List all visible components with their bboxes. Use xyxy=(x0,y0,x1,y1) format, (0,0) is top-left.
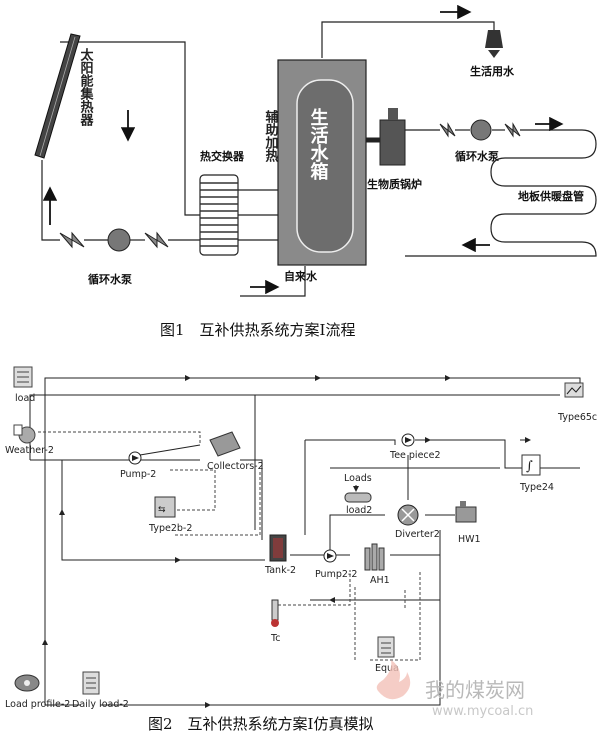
hot-water-tank: 辅助加热 生活水箱 xyxy=(263,59,367,266)
tank2-label: Tank-2 xyxy=(264,565,296,576)
ah1-label: AH1 xyxy=(370,575,390,586)
heat-exchanger-label: 热交换器 xyxy=(200,149,245,163)
collectors-component: Collectors-2 xyxy=(207,431,264,472)
biomass-boiler-label: 生物质锅炉 xyxy=(367,177,422,191)
load-profile-label: Load profile-2 xyxy=(5,699,70,710)
floor-heating-label: 地板供暖盘管 xyxy=(518,189,584,203)
tc-component: Tc xyxy=(270,599,280,644)
svg-text:⇆: ⇆ xyxy=(158,505,166,515)
diverter-component: Diverter2 xyxy=(395,504,440,540)
fig1-pump-right: 循环水泵 xyxy=(439,119,521,163)
type2b-label: Type2b-2 xyxy=(148,523,192,534)
diverter-label: Diverter2 xyxy=(395,529,440,540)
figure1-caption: 图1 互补供热系统方案Ⅰ流程 xyxy=(160,321,355,339)
figure2: load Weather-2 Pump-2 Collectors-2 ⇆ Typ… xyxy=(5,366,597,733)
heat-exchanger: 热交换器 xyxy=(199,149,245,256)
fig1-flow-arrows xyxy=(42,4,564,295)
tc-label: Tc xyxy=(270,633,280,644)
pump22-label: Pump2-2 xyxy=(315,569,357,580)
auxiliary-heater-label: 辅助加热 xyxy=(263,109,280,163)
watermark: 我的煤炭网 www.mycoal.cn xyxy=(376,660,533,719)
watermark-text: 我的煤炭网 xyxy=(425,678,525,702)
solar-collector: 太阳能集热器 xyxy=(34,33,95,159)
type2b-component: ⇆ Type2b-2 xyxy=(148,496,192,534)
watermark-url: www.mycoal.cn xyxy=(432,704,533,719)
type65c-component: Type65c xyxy=(557,382,597,423)
hw1-label: HW1 xyxy=(458,534,481,545)
load-profile-component: Load profile-2 xyxy=(5,674,70,710)
daily-load-component: Daily load-2 xyxy=(72,671,129,710)
fig1-pump-left: 循环水泵 xyxy=(59,228,169,286)
figure1: 太阳能集热器 热交换器 辅助加热 生活水箱 生活用水 xyxy=(34,4,597,339)
type24-label: Type24 xyxy=(519,482,554,493)
loads-component: Loads load2 xyxy=(344,473,372,516)
daily-load-label: Daily load-2 xyxy=(72,699,129,710)
pump22-component: Pump2-2 xyxy=(315,549,357,580)
hw1-component: HW1 xyxy=(455,501,481,545)
fig1-pump-right-label: 循环水泵 xyxy=(455,149,499,163)
domestic-water-label: 生活用水 xyxy=(470,64,515,78)
loads-label: Loads xyxy=(344,473,372,484)
pump2-component: Pump-2 xyxy=(120,451,156,480)
weather-component: Weather-2 xyxy=(5,424,54,456)
equa-component: Equa xyxy=(375,636,399,674)
load2-label: load2 xyxy=(346,505,372,516)
load-component: load xyxy=(13,366,35,404)
solar-collector-label: 太阳能集热器 xyxy=(78,47,95,127)
type65c-label: Type65c xyxy=(557,412,597,423)
tank2-component: Tank-2 xyxy=(264,534,296,576)
tee-piece-component: Tee piece2 xyxy=(389,433,441,461)
pump2-label: Pump-2 xyxy=(120,469,156,480)
fig1-pump-left-label: 循环水泵 xyxy=(88,272,132,286)
fig2-connections xyxy=(29,377,581,706)
fig2-arrows xyxy=(42,375,531,708)
ah1-component: AH1 xyxy=(364,543,390,586)
hot-water-tank-label: 生活水箱 xyxy=(308,107,329,181)
weather-label: Weather-2 xyxy=(5,445,54,456)
domestic-water-outlet: 生活用水 xyxy=(470,30,515,78)
biomass-boiler: 生物质锅炉 xyxy=(366,108,422,191)
collectors-label: Collectors-2 xyxy=(207,461,264,472)
figure2-caption: 图2 互补供热系统方案Ⅰ仿真模拟 xyxy=(148,715,373,733)
load-label: load xyxy=(15,393,35,404)
svg-text:∫: ∫ xyxy=(526,459,533,474)
tee-piece-label: Tee piece2 xyxy=(389,450,441,461)
equa-label: Equa xyxy=(375,663,399,674)
type24-component: ∫ Type24 xyxy=(519,454,554,493)
tap-water-label: 自来水 xyxy=(284,269,318,283)
